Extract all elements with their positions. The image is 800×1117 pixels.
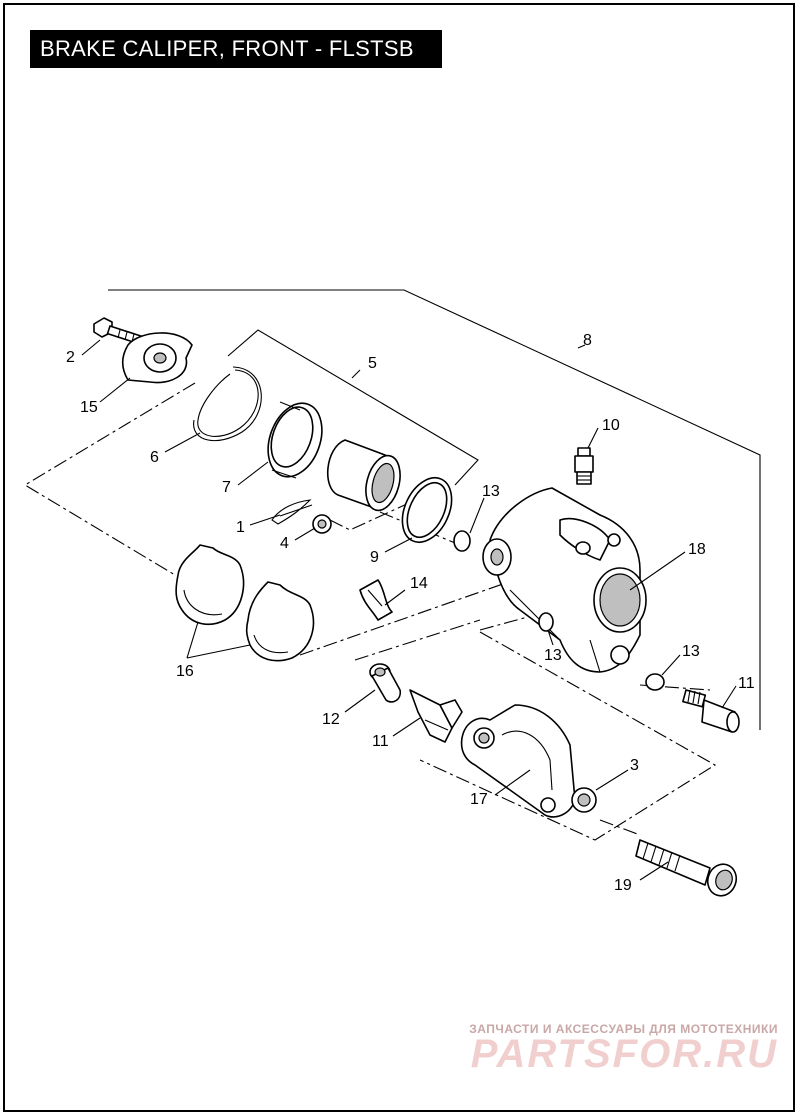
callout-7: 7 [222, 479, 231, 496]
callout-4: 4 [280, 535, 289, 552]
callout-9: 9 [370, 549, 379, 566]
bleeder-valve-part-10 [574, 447, 594, 485]
callout-14: 14 [410, 575, 428, 592]
watermark-brand: PARTSFOR.RU [470, 1032, 778, 1076]
callout-10: 10 [602, 417, 620, 434]
diagram-frame [3, 3, 795, 1112]
piston-seal-part-9 [401, 477, 453, 543]
callout-8: 8 [583, 332, 592, 349]
bolt-part-19 [635, 839, 738, 897]
piston-part-5 [326, 439, 401, 512]
assembly-bracket-5 [227, 329, 479, 486]
callout-17: 17 [470, 791, 488, 808]
callout-11-left: 11 [372, 733, 389, 750]
callout-18: 18 [688, 541, 706, 558]
caliper-body-part-18 [482, 487, 647, 673]
callout-12: 12 [322, 711, 340, 728]
leader-lines [81, 339, 737, 881]
callout-13-upper: 13 [482, 483, 500, 500]
callout-6: 6 [150, 449, 159, 466]
callout-16: 16 [176, 663, 194, 680]
callout-3: 3 [630, 757, 639, 774]
callout-15: 15 [80, 399, 98, 416]
callout-13-lower: 13 [544, 647, 562, 664]
anti-rattle-clip-part-14 [359, 579, 393, 621]
callout-19: 19 [614, 877, 632, 894]
callout-5: 5 [368, 355, 377, 372]
washer-part-3 [571, 787, 597, 813]
mounting-bracket-part-17 [460, 704, 576, 818]
slide-pin-part-11-left [409, 689, 463, 743]
o-ring-part-13-right [645, 673, 665, 691]
assembly-bracket-8 [108, 289, 761, 730]
retaining-ring-part-6 [193, 366, 262, 441]
callout-2: 2 [66, 349, 75, 366]
o-ring-part-13-upper [453, 530, 471, 552]
callout-11-right: 11 [738, 675, 755, 692]
callout-1: 1 [236, 519, 245, 536]
callout-13-right: 13 [682, 643, 700, 660]
boot-seal-part-7 [267, 401, 323, 479]
o-ring-part-13-lower [538, 612, 554, 632]
slide-pin-part-11-right [682, 689, 740, 733]
page-title: BRAKE CALIPER, FRONT - FLSTSB [30, 30, 442, 68]
brake-pads-part-16 [175, 544, 315, 662]
watermark-tagline: ЗАПЧАСТИ И АКСЕССУАРЫ ДЛЯ МОТОТЕХНИКИ [469, 1022, 778, 1036]
bushing-part-12 [369, 663, 402, 703]
washer-part-4 [312, 514, 332, 534]
cover-plate-part-15 [121, 332, 193, 384]
clip-pin-part-1 [271, 499, 313, 525]
